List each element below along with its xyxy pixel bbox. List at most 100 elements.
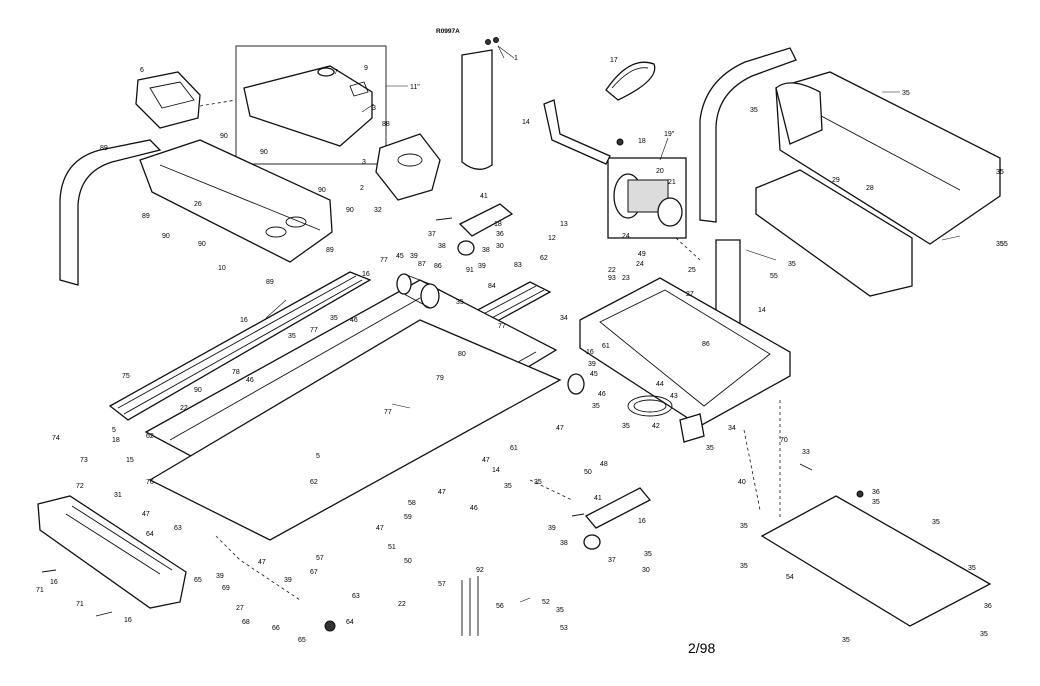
callout-16: 16	[240, 317, 248, 324]
callout-27b: 27	[236, 605, 244, 612]
callout-76: 76	[146, 479, 154, 486]
hood-bracket-29	[755, 169, 913, 297]
callout-6: 6	[140, 67, 144, 74]
callout-28: 28	[866, 185, 874, 192]
callout-56: 56	[496, 603, 504, 610]
callout-61b: 61	[602, 343, 610, 350]
callout-46b: 46	[246, 377, 254, 384]
callout-39: 39	[410, 253, 418, 260]
callout-2: 2	[360, 185, 364, 192]
callout-34: 34	[560, 315, 568, 322]
callout-35u: 35	[980, 631, 988, 638]
motor-hood-28	[775, 71, 1001, 245]
callout-72: 72	[76, 483, 84, 490]
callout-63: 63	[174, 525, 182, 532]
callout-35v: 35	[556, 607, 564, 614]
console-detail-box	[235, 45, 387, 165]
callout-62c: 62	[310, 479, 318, 486]
callout-64b: 64	[346, 619, 354, 626]
callout-84: 84	[488, 283, 496, 290]
callout-11: 11"	[410, 84, 420, 91]
callout-22c: 22	[180, 405, 188, 412]
callout-19: 19"	[664, 131, 675, 138]
callout-89c: 89	[326, 247, 334, 254]
callout-35: 35	[902, 90, 910, 97]
callout-46c: 46	[598, 391, 606, 398]
callout-33: 33	[802, 449, 810, 456]
callout-50: 50	[584, 469, 592, 476]
deck-frame-61	[148, 319, 562, 541]
callout-16c: 16	[638, 518, 646, 525]
callout-90b: 90	[260, 149, 268, 156]
callout-9: 9	[364, 65, 368, 72]
callout-31: 31	[114, 492, 122, 499]
callout-55: 55	[770, 273, 778, 280]
callout-91: 91	[466, 267, 474, 274]
callout-35c: 35	[996, 169, 1004, 176]
callout-21: 21	[668, 179, 676, 186]
callout-35j: 35	[622, 423, 630, 430]
callout-29: 29	[832, 177, 840, 184]
callout-35q: 35	[872, 499, 880, 506]
callout-7: 7	[334, 69, 338, 76]
callout-22: 22	[608, 267, 616, 274]
callout-73: 73	[80, 457, 88, 464]
rod-set-56	[461, 576, 479, 636]
callout-77: 77	[380, 257, 388, 264]
left-upright-post	[59, 139, 162, 286]
callout-39d: 39	[548, 525, 556, 532]
callout-43: 43	[670, 393, 678, 400]
callout-35k: 35	[534, 479, 542, 486]
callout-labels: 1 2 3 3 5 5 6 7 9 10 11" 12 13 14 14 14 …	[36, 55, 1008, 644]
callout-80: 80	[458, 351, 466, 358]
callout-70: 70	[780, 437, 788, 444]
motor-41-lower	[583, 487, 652, 550]
callout-77c: 77	[498, 323, 506, 330]
callout-87: 87	[418, 261, 426, 268]
callout-93: 93	[608, 275, 616, 282]
callout-63b: 63	[352, 593, 360, 600]
dashed-assembly-lines	[199, 99, 781, 601]
callout-35f: 35	[456, 299, 464, 306]
callout-86b: 86	[702, 341, 710, 348]
callout-17: 17	[610, 57, 618, 64]
callout-54: 54	[786, 574, 794, 581]
callout-24b: 24	[636, 261, 644, 268]
power-cord-44	[627, 395, 673, 417]
callout-26: 26	[194, 201, 202, 208]
callout-35l: 35	[504, 483, 512, 490]
callout-90f: 90	[198, 241, 206, 248]
callout-35h: 35	[288, 333, 296, 340]
callout-46: 46	[350, 317, 358, 324]
callout-90g: 90	[194, 387, 202, 394]
callout-40: 40	[738, 479, 746, 486]
callout-36b: 36	[984, 603, 992, 610]
page-number: 2/98	[688, 640, 715, 656]
callout-44: 44	[656, 381, 664, 388]
callout-5b: 5	[316, 453, 320, 460]
callout-5: 5	[112, 427, 116, 434]
callout-22b: 22	[398, 601, 406, 608]
rear-roller-45	[567, 373, 585, 395]
callout-35p: 35	[740, 563, 748, 570]
callout-35n: 35	[740, 523, 748, 530]
callout-25: 25	[688, 267, 696, 274]
callout-35b: 35	[750, 107, 758, 114]
callout-16d: 16	[124, 617, 132, 624]
callout-67: 67	[310, 569, 318, 576]
callout-64: 64	[146, 531, 154, 538]
callout-39c: 39	[588, 361, 596, 368]
drawing-code: R0997A	[436, 28, 460, 35]
callout-47b: 47	[482, 457, 490, 464]
console-cover-6	[135, 71, 201, 129]
callout-30: 30	[496, 243, 504, 250]
callout-50b: 50	[404, 558, 412, 565]
callout-47d: 47	[142, 511, 150, 518]
callout-35o: 35	[706, 445, 714, 452]
callout-61: 61	[510, 445, 518, 452]
callout-79: 79	[436, 375, 444, 382]
callout-18b: 18	[494, 221, 502, 228]
callout-39b: 39	[478, 263, 486, 270]
callout-59: 59	[404, 514, 412, 521]
